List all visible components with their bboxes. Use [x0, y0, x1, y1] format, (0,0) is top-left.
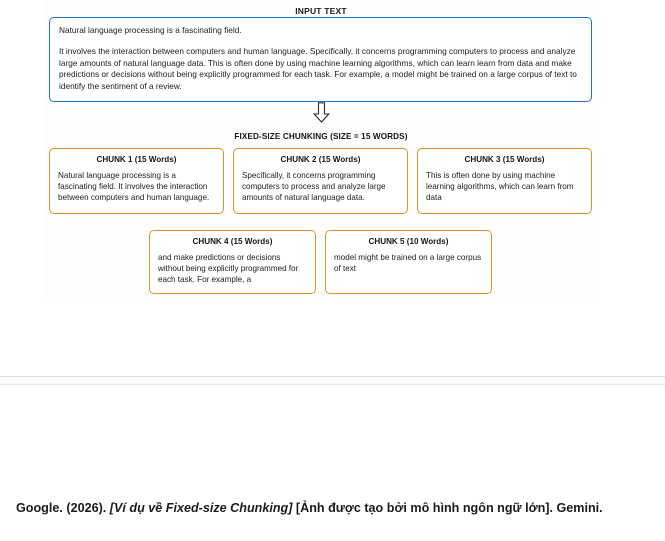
figure-caption: Google. (2026). [Ví dụ về Fixed-size Chu…: [16, 498, 650, 519]
chunk-card-4: CHUNK 4 (15 Words) and make predictions …: [149, 230, 316, 294]
input-paragraph-2: It involves the interaction between comp…: [59, 46, 577, 91]
chunk-card-3-title: CHUNK 3 (15 Words): [464, 155, 545, 164]
chunk-card-2: CHUNK 2 (15 Words) Specifically, it conc…: [233, 148, 408, 214]
caption-prefix: Google. (2026).: [16, 501, 110, 515]
chunk-card-4-title: CHUNK 4 (15 Words): [192, 237, 273, 246]
diagram-figure: INPUT TEXT Natural language processing i…: [44, 0, 598, 298]
chunk-card-4-body: and make predictions or decisions withou…: [158, 253, 299, 285]
chunk-card-5-title: CHUNK 5 (10 Words): [368, 237, 449, 246]
chunk-row-top: CHUNK 1 (15 Words) Natural language proc…: [49, 148, 593, 214]
chunk-card-5: CHUNK 5 (10 Words) model might be traine…: [325, 230, 492, 294]
figure-title: INPUT TEXT: [295, 6, 347, 16]
chunk-card-3: CHUNK 3 (15 Words) This is often done by…: [417, 148, 592, 214]
chunk-card-3-body: This is often done by using machine lear…: [426, 171, 574, 203]
chunk-card-2-body: Specifically, it concerns programming co…: [242, 171, 386, 203]
chunk-card-1: CHUNK 1 (15 Words) Natural language proc…: [49, 148, 224, 214]
chunk-card-2-title: CHUNK 2 (15 Words): [280, 155, 361, 164]
divider-band: [0, 377, 665, 384]
chunk-card-1-body: Natural language processing is a fascina…: [58, 171, 210, 203]
paragraph-spacer: [59, 36, 582, 46]
caption-italic-title: [Ví dụ về Fixed-size Chunking]: [109, 501, 293, 515]
chunk-row-bottom: CHUNK 4 (15 Words) and make predictions …: [149, 230, 493, 294]
chunk-card-1-title: CHUNK 1 (15 Words): [96, 155, 177, 164]
divider-upper: [0, 376, 665, 377]
input-paragraph-1: Natural language processing is a fascina…: [59, 25, 242, 35]
input-text-box: Natural language processing is a fascina…: [49, 17, 592, 103]
chunking-heading: FIXED-SIZE CHUNKING (SIZE = 15 WORDS): [234, 132, 408, 141]
caption-suffix: [Ảnh được tạo bởi mô hình ngôn ngữ lớn].…: [292, 501, 603, 515]
down-arrow-icon: [44, 102, 598, 124]
divider-lower: [0, 384, 665, 385]
chunk-card-5-body: model might be trained on a large corpus…: [334, 253, 482, 274]
